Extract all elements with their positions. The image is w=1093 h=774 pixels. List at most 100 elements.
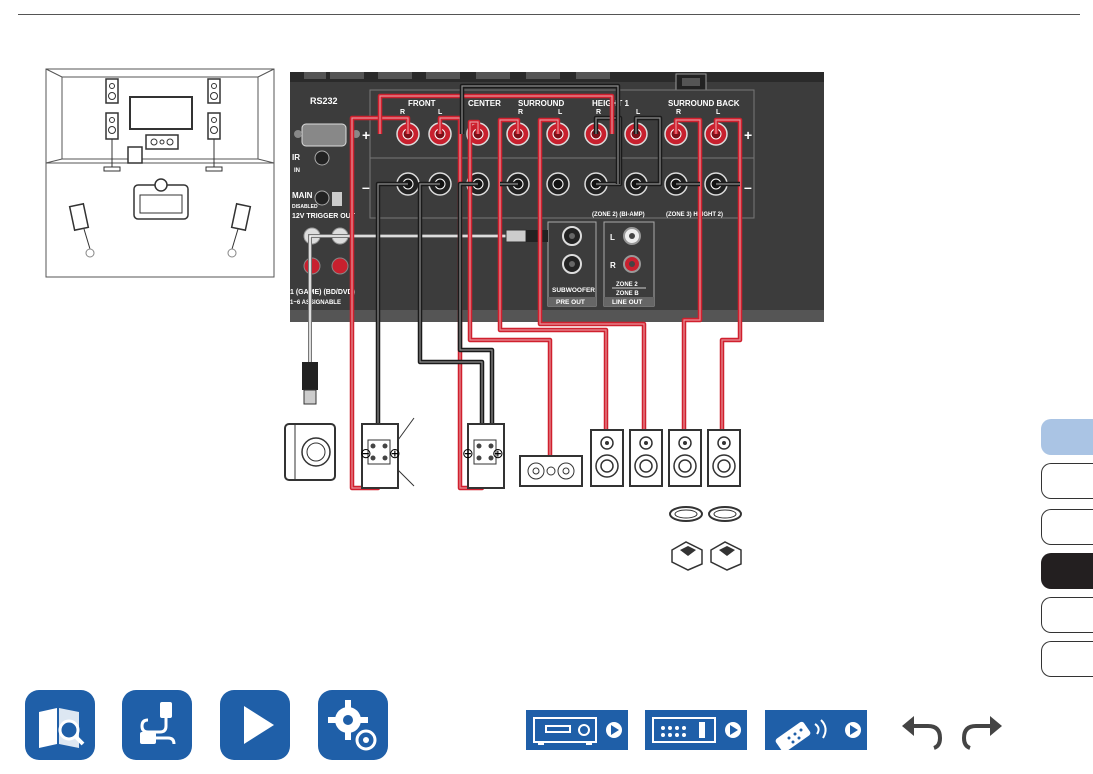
subwoofer-label: SUBWOOFER <box>552 287 595 294</box>
terminal-plus-icon: ⊕ <box>389 445 401 461</box>
front-speaker-left: ⊖ ⊕ <box>462 423 505 489</box>
speaker-terminal-minus-8[interactable] <box>664 172 688 196</box>
speaker-terminal-minus-1[interactable] <box>396 172 420 196</box>
front-r-label: R <box>400 109 405 116</box>
speaker-terminal-minus-2[interactable] <box>428 172 452 196</box>
hdmi-ports <box>304 72 707 91</box>
room-layout-diagram <box>45 68 275 278</box>
bookshelf-speaker-4 <box>707 429 741 487</box>
subwoofer-preout-jack-1[interactable] <box>562 226 582 246</box>
connection-button[interactable] <box>122 690 192 760</box>
trigger-out-label: 12V TRIGGER OUT <box>292 213 356 220</box>
room-surround-speaker-right <box>227 202 252 258</box>
speaker-terminal-minus-7[interactable] <box>624 172 648 196</box>
plus-label-right: + <box>744 127 752 143</box>
side-tab-5[interactable] <box>1041 597 1093 633</box>
bookshelf-speaker-3 <box>668 429 702 487</box>
room-front-speaker-left <box>103 112 121 172</box>
dolby-enabled-speaker-accessories <box>669 506 742 571</box>
receiver-rear-panel: RS232 IR IN MAIN DISABLED 12V TRIGGER OU… <box>290 72 824 322</box>
speaker-terminal-plus-2[interactable] <box>428 122 452 146</box>
speaker-terminal-minus-9[interactable] <box>704 172 728 196</box>
speaker-terminal-minus-6[interactable] <box>584 172 608 196</box>
receiver-rear-icon <box>652 717 741 743</box>
center-label: CENTER <box>468 99 501 108</box>
surround-back-r-label: R <box>676 109 681 116</box>
surround-label: SURROUND <box>518 99 564 108</box>
remote-button[interactable] <box>765 710 867 753</box>
zone-r-label: R <box>610 261 616 270</box>
front-label: FRONT <box>408 99 436 108</box>
side-tab-1[interactable] <box>1041 419 1093 455</box>
speaker-terminal-minus-5[interactable] <box>546 172 570 196</box>
speaker-terminal-plus-5[interactable] <box>546 122 570 146</box>
settings-icon <box>328 700 377 751</box>
height1-l-label: L <box>636 109 641 116</box>
receiver-rear-button[interactable] <box>645 710 747 750</box>
undo-arrow-icon <box>902 716 943 750</box>
ir-sub-label: IN <box>294 168 300 174</box>
zone3-height2-label: (ZONE 3) HEIGHT 2) <box>666 212 723 218</box>
main-sub-label: DISABLED <box>292 204 318 210</box>
zone2-label: ZONE 2 <box>616 282 638 288</box>
speaker-terminal-minus-3[interactable] <box>466 172 490 196</box>
manual-button[interactable] <box>25 690 95 760</box>
room-front-speaker-right <box>205 112 223 172</box>
room-tv <box>129 96 193 130</box>
bookshelf-speaker-1 <box>590 429 624 487</box>
front-l-label: L <box>438 109 443 116</box>
header-rule <box>18 14 1080 15</box>
manual-icon <box>39 708 85 748</box>
forward-button[interactable] <box>958 712 1006 752</box>
speaker-terminal-minus-4[interactable] <box>506 172 530 196</box>
speaker-terminal-plus-3[interactable] <box>466 122 490 146</box>
rs232-port[interactable] <box>301 123 347 147</box>
room-listener-sofa <box>133 178 189 220</box>
terminal-plus-icon: ⊕ <box>492 445 504 461</box>
surround-l-label: L <box>558 109 563 116</box>
playback-button[interactable] <box>220 690 290 760</box>
speaker-terminal-plus-7[interactable] <box>624 122 648 146</box>
bookshelf-speaker-2 <box>629 429 663 487</box>
front-speaker-right: ⊖ ⊕ <box>360 423 401 489</box>
zone-line-out-l-jack[interactable] <box>623 227 641 245</box>
surround-r-label: R <box>518 109 523 116</box>
room-surround-speaker-left <box>68 202 95 258</box>
receiver-front-button[interactable] <box>526 710 628 750</box>
connection-icon <box>140 702 176 745</box>
playback-icon <box>244 706 274 744</box>
side-tab-4[interactable] <box>1041 553 1093 589</box>
height1-r-label: R <box>596 109 601 116</box>
receiver-front-icon <box>533 717 622 745</box>
speaker-terminal-plus-4[interactable] <box>506 122 530 146</box>
settings-button[interactable] <box>318 690 388 760</box>
speaker-terminal-plus-8[interactable] <box>664 122 688 146</box>
speaker-terminal-plus-6[interactable] <box>584 122 608 146</box>
zone-line-out-r-jack[interactable] <box>623 255 641 273</box>
terminal-minus-icon: ⊖ <box>360 445 372 461</box>
terminal-minus-icon: ⊖ <box>462 445 474 461</box>
plus-label-left: + <box>362 127 370 143</box>
main-label: MAIN <box>292 191 313 200</box>
speaker-terminal-plus-1[interactable] <box>396 122 420 146</box>
subwoofer-preout-jack-2[interactable] <box>562 254 582 274</box>
input-sub-label: 1~6 ASSIGNABLE <box>290 300 341 306</box>
input-labels: 1 (GAME) (BD/DVD) <box>290 289 355 296</box>
zone-l-label: L <box>610 233 615 242</box>
height1-label: HEIGHT 1 <box>592 99 629 108</box>
side-tab-6[interactable] <box>1041 641 1093 677</box>
ir-in-jack[interactable] <box>314 150 330 166</box>
side-tab-2[interactable] <box>1041 463 1093 499</box>
main-jack[interactable] <box>314 190 342 206</box>
minus-label-left: – <box>362 179 370 195</box>
side-tab-3[interactable] <box>1041 509 1093 545</box>
zoneb-label: ZONE B <box>616 291 639 297</box>
surround-back-label: SURROUND BACK <box>668 99 740 108</box>
surround-back-l-label: L <box>716 109 721 116</box>
ir-label: IR <box>292 153 300 162</box>
center-speaker <box>519 455 583 487</box>
remote-icon <box>775 719 861 753</box>
speaker-terminal-plus-9[interactable] <box>704 122 728 146</box>
back-button[interactable] <box>898 712 946 752</box>
redo-arrow-icon <box>961 716 1002 750</box>
